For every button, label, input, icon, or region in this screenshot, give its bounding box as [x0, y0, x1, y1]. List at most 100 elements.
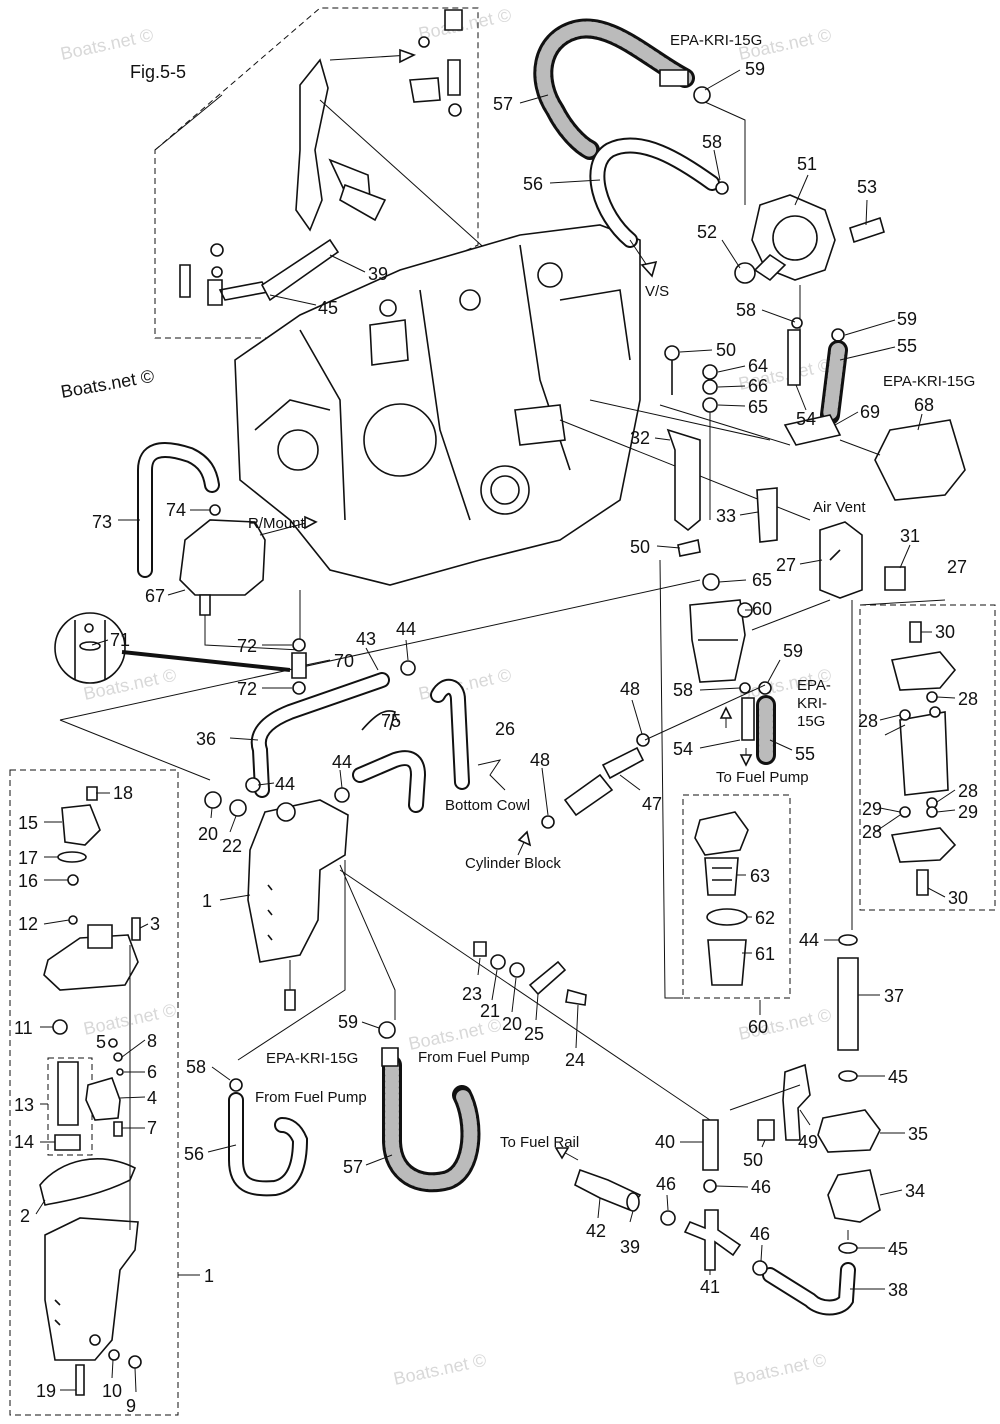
leader-10 [111, 1359, 114, 1379]
filter-34 [827, 1169, 881, 1223]
detail-circle [54, 612, 126, 684]
callout-23: 23 [462, 984, 482, 1004]
float-4 [85, 1077, 121, 1121]
callout-44: 44 [396, 619, 416, 639]
leader-65 [717, 404, 746, 407]
fuel-rail [295, 58, 329, 232]
leader-48 [541, 767, 549, 816]
bracket-27-exploded [851, 600, 957, 930]
pipe-end [626, 1192, 640, 1212]
bracket-top [891, 651, 957, 691]
filter-leader [751, 599, 831, 631]
lower-hoses [228, 1021, 481, 1197]
callout-70: 70 [334, 651, 354, 671]
leader-46 [715, 1185, 749, 1188]
hose-spec-label: 15G [797, 713, 825, 730]
callout-20: 20 [198, 824, 218, 844]
callout-5: 5 [96, 1032, 106, 1052]
callout-11: 11 [14, 1018, 33, 1038]
air-vent-label: Air Vent [813, 499, 866, 516]
rail-arrow [329, 54, 411, 61]
clip-59 [693, 86, 711, 104]
callout-66: 66 [748, 376, 768, 396]
callout-54: 54 [673, 739, 693, 759]
leader-46 [666, 1194, 669, 1211]
screw-3 [131, 917, 141, 941]
callout-50: 50 [743, 1150, 763, 1170]
engine-leader [589, 399, 771, 441]
hose-bottom-inner [354, 752, 425, 811]
callout-3: 3 [150, 914, 160, 934]
fig-ref-leader [154, 94, 223, 151]
leader-75 [394, 714, 399, 723]
mount-leader [204, 590, 301, 651]
bracket-leader [839, 439, 881, 456]
callout-59: 59 [783, 641, 803, 661]
callout-1: 1 [202, 891, 212, 911]
callout-51: 51 [797, 154, 817, 174]
bracket-detail [829, 549, 841, 561]
leader-49 [799, 1109, 811, 1126]
vent-leader [644, 684, 766, 741]
engine-detail [299, 329, 346, 521]
callout-63: 63 [750, 866, 770, 886]
fuel-rail-pipe-39 [260, 238, 340, 302]
callout-68: 68 [914, 395, 934, 415]
callout-21: 21 [480, 1001, 500, 1021]
o-ring-62 [706, 908, 748, 926]
callout-57: 57 [343, 1157, 363, 1177]
callout-75: 75 [381, 711, 401, 731]
figure-reference: Fig.5-5 [130, 62, 186, 82]
fuel-filter-element-frame [682, 794, 791, 999]
callout-72: 72 [237, 636, 257, 656]
from-fuel-pump-label: From Fuel Pump [255, 1089, 367, 1106]
rail-hose [218, 281, 270, 301]
engine-detail [419, 289, 471, 521]
fuel-injector [339, 183, 387, 222]
clip-44 [400, 660, 416, 676]
vs-label: V/S [645, 283, 669, 300]
leader-65 [718, 579, 747, 583]
callout-46: 46 [656, 1174, 676, 1194]
pin-6 [116, 1068, 124, 1076]
frame-diagonal-line [59, 579, 701, 721]
callout-53: 53 [857, 177, 877, 197]
vent-hose-group [541, 684, 766, 829]
leader-1 [219, 894, 251, 901]
vs-bowl-1 [44, 1217, 139, 1361]
arrow-head [554, 1147, 570, 1160]
engine-block-outline [234, 224, 641, 586]
leader-28 [936, 696, 956, 699]
detail-hole [84, 623, 94, 633]
bolt-24 [565, 988, 587, 1006]
leader-56 [207, 1144, 237, 1153]
callout-19: 19 [36, 1381, 56, 1401]
pump-body [772, 215, 818, 261]
frame-27-leader [859, 599, 946, 606]
callout-54: 54 [796, 409, 816, 429]
leader-59 [704, 69, 741, 91]
grommet-22 [229, 799, 247, 817]
leader-9 [134, 1367, 137, 1393]
engine-boss [514, 404, 566, 446]
annotations: Fig.5-5 Boats.net © EPA-KRI-15G EPA-KRI-… [59, 32, 975, 1151]
leader-71 [91, 639, 109, 646]
grommet-70 [291, 652, 307, 679]
leader-58 [699, 687, 741, 691]
bolt-31 [884, 566, 906, 591]
o-ring-29 [899, 806, 911, 818]
leader-25 [535, 993, 539, 1021]
o-ring-29 [926, 806, 938, 818]
callout-leaders [35, 69, 956, 1393]
clip-58 [229, 1078, 243, 1092]
arrow-head [640, 260, 658, 278]
leader-44 [339, 769, 343, 789]
bolt-30 [916, 869, 929, 896]
grommet-65 [702, 573, 720, 591]
leader-66 [717, 385, 746, 388]
leader-39 [629, 1210, 634, 1223]
bracket-body [899, 711, 949, 796]
leader-54 [699, 739, 741, 749]
callout-46: 46 [751, 1177, 771, 1197]
washer-20 [204, 791, 222, 809]
